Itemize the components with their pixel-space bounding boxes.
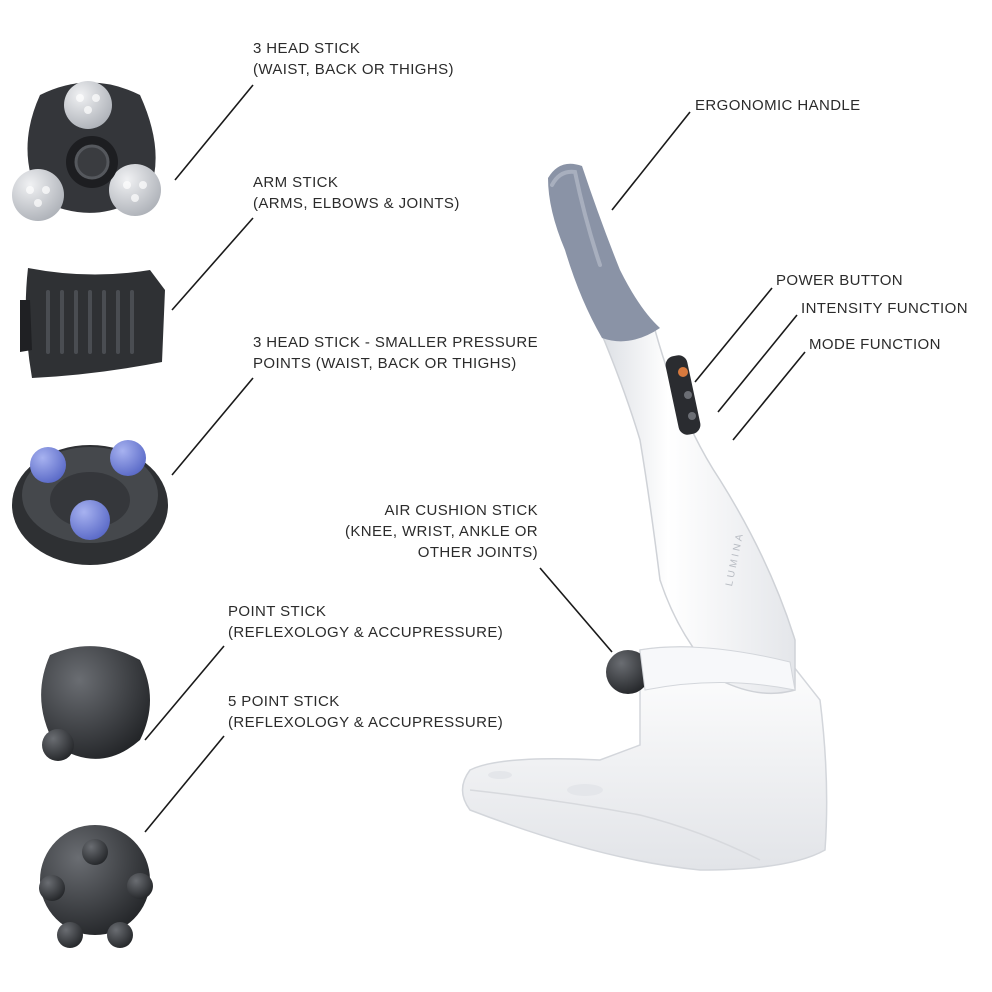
leader-mode-function bbox=[732, 351, 806, 441]
three-head-stick-desc: (WAIST, BACK OR THIGHS) bbox=[253, 61, 454, 78]
three-head-stick-title: 3 HEAD STICK bbox=[253, 40, 361, 57]
label-three-head-stick: 3 HEAD STICK (WAIST, BACK OR THIGHS) bbox=[253, 38, 454, 80]
label-mode-function: MODE FUNCTION bbox=[809, 336, 941, 353]
label-arm-stick: ARM STICK (ARMS, ELBOWS & JOINTS) bbox=[253, 172, 460, 214]
five-point-stick-desc: (REFLEXOLOGY & ACCUPRESSURE) bbox=[228, 714, 504, 731]
leader-intensity-function bbox=[717, 314, 798, 413]
point-stick-image bbox=[41, 646, 150, 761]
arm-stick-desc: (ARMS, ELBOWS & JOINTS) bbox=[253, 195, 460, 212]
arm-stick-title: ARM STICK bbox=[253, 174, 339, 191]
air-cushion-stick-desc-1: (KNEE, WRIST, ANKLE OR bbox=[344, 523, 538, 540]
leader-arm-stick bbox=[171, 217, 254, 311]
label-air-cushion-stick: AIR CUSHION STICK (KNEE, WRIST, ANKLE OR… bbox=[338, 500, 538, 563]
label-ergonomic-handle: ERGONOMIC HANDLE bbox=[695, 97, 861, 114]
massager-device-image bbox=[461, 163, 828, 871]
air-cushion-stick-desc-2: OTHER JOINTS) bbox=[417, 544, 538, 561]
arm-stick-image bbox=[20, 268, 165, 378]
leader-three-head-small bbox=[171, 377, 254, 476]
label-intensity-function: INTENSITY FUNCTION bbox=[801, 300, 968, 317]
air-cushion-stick-title: AIR CUSHION STICK bbox=[384, 502, 538, 519]
leader-point-stick bbox=[144, 645, 225, 741]
leader-lines bbox=[144, 84, 806, 833]
three-head-stick-image bbox=[12, 81, 161, 221]
label-point-stick: POINT STICK (REFLEXOLOGY & ACCUPRESSURE) bbox=[228, 601, 503, 643]
leader-air-cushion-stick bbox=[539, 567, 613, 653]
three-head-small-title: 3 HEAD STICK - SMALLER PRESSURE bbox=[253, 334, 538, 351]
three-head-small-desc: POINTS (WAIST, BACK OR THIGHS) bbox=[253, 355, 517, 372]
point-stick-title: POINT STICK bbox=[228, 603, 327, 620]
three-head-small-image bbox=[12, 440, 168, 565]
leader-three-head-stick bbox=[174, 84, 254, 181]
point-stick-desc: (REFLEXOLOGY & ACCUPRESSURE) bbox=[228, 624, 504, 641]
label-five-point-stick: 5 POINT STICK (REFLEXOLOGY & ACCUPRESSUR… bbox=[228, 691, 503, 733]
leader-power-button bbox=[694, 287, 773, 383]
label-three-head-small: 3 HEAD STICK - SMALLER PRESSURE POINTS (… bbox=[253, 332, 538, 374]
label-power-button: POWER BUTTON bbox=[776, 272, 904, 289]
leader-ergonomic-handle bbox=[611, 111, 691, 211]
leader-five-point-stick bbox=[144, 735, 225, 833]
five-point-stick-image bbox=[39, 825, 153, 948]
five-point-stick-title: 5 POINT STICK bbox=[228, 693, 340, 710]
